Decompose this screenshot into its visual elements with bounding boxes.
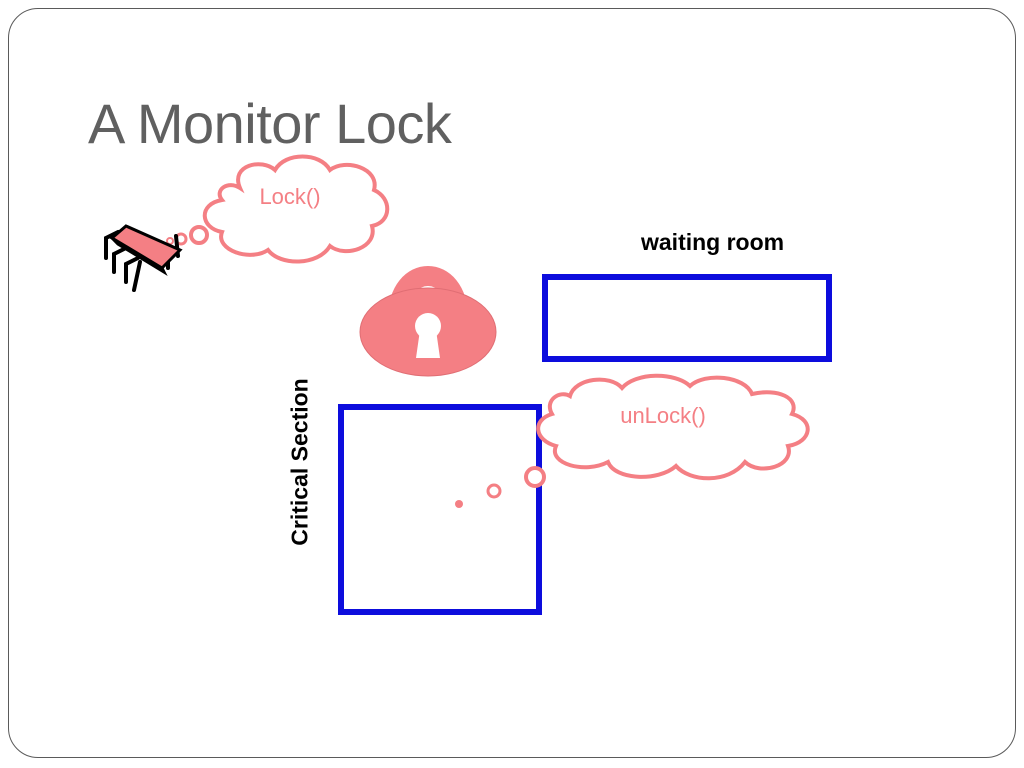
- slide-title: A Monitor Lock: [88, 92, 452, 155]
- padlock-icon: [359, 266, 497, 377]
- unlock-call-text: unLock(): [620, 403, 706, 428]
- waiting-room-label: waiting room: [641, 229, 785, 255]
- waiting-room-box: [542, 274, 832, 362]
- critical-section-box: [338, 404, 542, 615]
- bug-thread-icon: [104, 224, 183, 292]
- lock-call-text: Lock(): [259, 184, 321, 209]
- critical-section-label: Critical Section: [286, 378, 313, 546]
- lock-thought-cloud: [166, 154, 390, 264]
- unlock-thought-cloud: [455, 373, 810, 508]
- slide-frame: [8, 8, 1016, 758]
